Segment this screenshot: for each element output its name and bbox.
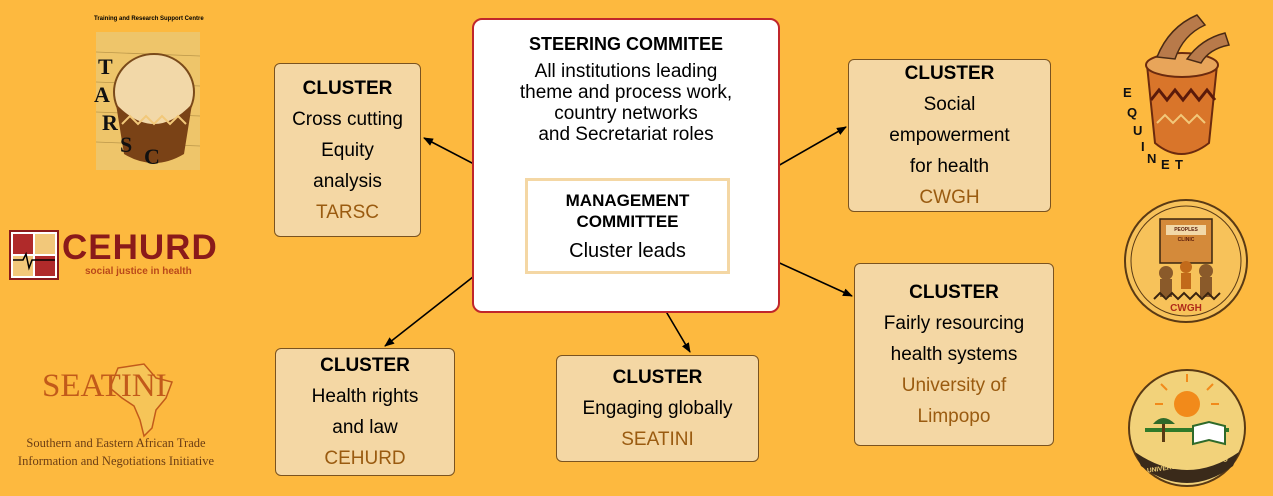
- cluster-line: Health rights: [311, 386, 419, 407]
- cluster-line: analysis: [313, 170, 382, 192]
- cluster-line: health systems: [890, 344, 1018, 365]
- management-title-1: MANAGEMENT: [565, 190, 690, 210]
- svg-text:T: T: [1175, 157, 1183, 170]
- cluster-line: Social: [923, 94, 976, 115]
- seatini-logo: SEATINI Southern and Eastern African Tra…: [4, 358, 228, 483]
- seatini-name: SEATINI: [42, 368, 167, 404]
- cluster-line: for health: [909, 156, 990, 177]
- svg-text:C: C: [144, 144, 160, 169]
- svg-text:U: U: [1133, 123, 1142, 138]
- cluster-box-equity: CLUSTER Cross cutting Equity analysis TA…: [274, 63, 421, 237]
- cluster-line: Cross cutting: [292, 108, 403, 130]
- management-subtitle: Cluster leads: [569, 239, 686, 262]
- svg-text:S: S: [120, 132, 132, 157]
- cluster-line: Equity: [321, 139, 374, 161]
- steering-line: country networks: [554, 103, 698, 124]
- cluster-box-global: CLUSTER Engaging globally SEATINI: [556, 355, 759, 462]
- cluster-box-rights: CLUSTER Health rights and law CEHURD: [275, 348, 455, 476]
- cehurd-tagline: social justice in health: [85, 266, 192, 277]
- cluster-title: CLUSTER: [612, 367, 703, 388]
- svg-text:T: T: [98, 54, 113, 79]
- africa-map-icon: [109, 363, 173, 438]
- cluster-title: CLUSTER: [909, 282, 999, 303]
- steering-committee-box: STEERING COMMITEE All institutions leadi…: [472, 18, 780, 313]
- cehurd-name: CEHURD: [62, 228, 218, 267]
- cehurd-logo: CEHURD social justice in health: [9, 228, 224, 280]
- cwgh-logo: PEOPLES CLINIC CWGH: [1122, 197, 1250, 325]
- svg-text:A: A: [94, 82, 110, 107]
- cluster-lead: CEHURD: [324, 448, 406, 469]
- cluster-line: and law: [332, 417, 398, 438]
- cluster-lead: CWGH: [919, 187, 980, 208]
- cluster-title: CLUSTER: [302, 77, 393, 99]
- cluster-lead: SEATINI: [621, 429, 694, 450]
- cluster-lead: University of: [901, 375, 1007, 396]
- cluster-title: CLUSTER: [904, 63, 995, 84]
- management-committee-box: MANAGEMENT COMMITTEE Cluster leads: [525, 178, 730, 274]
- steering-committee-title: STEERING COMMITEE: [528, 34, 723, 54]
- steering-line: All institutions leading: [534, 61, 718, 82]
- svg-text:Q: Q: [1127, 105, 1137, 120]
- cluster-box-social: CLUSTER Social empowerment for health CW…: [848, 59, 1051, 212]
- management-title-2: COMMITTEE: [576, 211, 679, 231]
- svg-text:R: R: [102, 110, 119, 135]
- svg-text:N: N: [1147, 151, 1156, 166]
- cluster-lead: TARSC: [316, 201, 379, 223]
- svg-text:E: E: [1161, 157, 1170, 170]
- cluster-box-resourcing: CLUSTER Fairly resourcing health systems…: [854, 263, 1054, 446]
- cwgh-banner: PEOPLES CLINIC: [1174, 227, 1198, 243]
- cluster-line: empowerment: [889, 125, 1010, 146]
- steering-line: and Secretariat roles: [538, 124, 714, 145]
- svg-text:I: I: [1141, 139, 1145, 154]
- limpopo-logo: UNIVERSITY OF LIMPOPO: [1125, 366, 1250, 491]
- cluster-title: CLUSTER: [320, 355, 410, 376]
- cluster-line: Engaging globally: [582, 398, 733, 419]
- cwgh-name: CWGH: [1170, 303, 1202, 314]
- seatini-line-1: Southern and Eastern African Trade: [26, 436, 206, 450]
- steering-line: theme and process work,: [519, 82, 733, 103]
- cluster-line: Fairly resourcing: [883, 313, 1025, 334]
- svg-text:E: E: [1123, 85, 1132, 100]
- tarsc-header-text: Training and Research Support Centre: [94, 16, 204, 22]
- cluster-lead: Limpopo: [917, 406, 991, 427]
- seatini-line-2: Information and Negotiations Initiative: [17, 454, 215, 468]
